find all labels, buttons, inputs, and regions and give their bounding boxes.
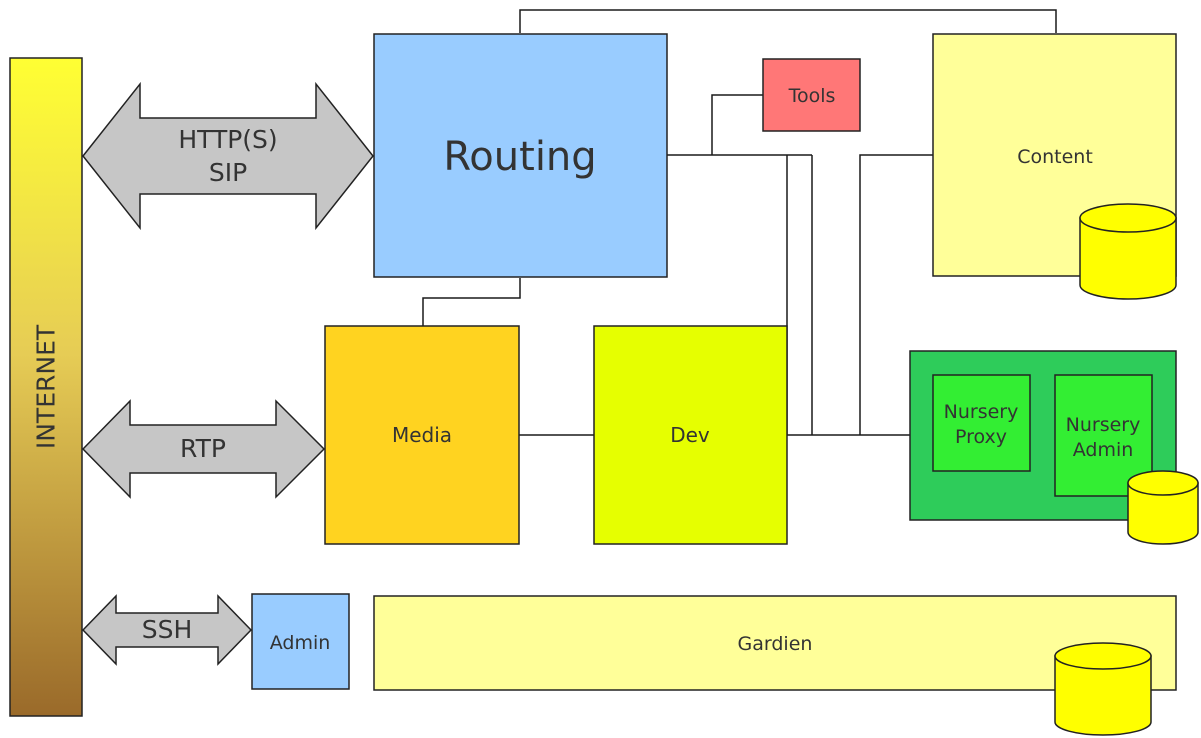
gardien-label: Gardien (738, 633, 813, 655)
admin-rect (251, 593, 350, 690)
media-rect (324, 325, 520, 545)
admin-label: Admin (270, 632, 331, 654)
dev-rect (593, 325, 788, 545)
media-label: Media (392, 423, 452, 447)
nursery-proxy-box: Nursery Proxy (932, 374, 1031, 472)
content-box: Content (932, 33, 1177, 300)
database-icon (1054, 642, 1152, 736)
gardien-db-body (1054, 655, 1152, 736)
rtp-arrow-shape (81, 399, 326, 499)
internet-label: INTERNET (32, 324, 61, 449)
wire-tools (711, 94, 763, 155)
arrow-http-sip: HTTP(S) SIP (82, 81, 374, 231)
database-icon (1079, 203, 1177, 300)
gardien-db-top (1054, 642, 1152, 670)
ssh-arrow-shape (81, 594, 253, 666)
http-arrow-shape (82, 81, 374, 231)
tools-label: Tools (788, 85, 836, 107)
nursery-db-top (1127, 470, 1199, 496)
arrow-ssh: SSH (81, 594, 253, 666)
content-label: Content (1017, 146, 1093, 168)
connections (422, 9, 1057, 436)
routing-rect (373, 33, 668, 278)
nursery-proxy-rect (932, 374, 1031, 472)
routing-label: Routing (443, 134, 596, 180)
http-label: HTTP(S) (178, 125, 277, 154)
content-db-body (1079, 217, 1177, 300)
tools-rect (762, 58, 861, 132)
arrow-rtp: RTP (81, 399, 326, 499)
gardien-rect (373, 595, 1177, 691)
admin-box: Admin (251, 593, 350, 690)
rtp-label: RTP (180, 434, 226, 463)
gardien-box: Gardien (373, 595, 1177, 736)
dev-box: Dev (593, 325, 788, 545)
nursery-admin-line2: Admin (1073, 439, 1134, 461)
nursery-proxy-line2: Proxy (955, 426, 1007, 448)
nursery-group: Nursery Proxy Nursery Admin (909, 350, 1199, 545)
dev-label: Dev (670, 423, 710, 447)
nursery-db-body (1127, 482, 1199, 545)
content-db-top (1079, 203, 1177, 233)
wire-routing-media (422, 278, 521, 326)
internet-bar: INTERNET (9, 57, 83, 717)
media-box: Media (324, 325, 520, 545)
nursery-proxy-line1: Nursery (944, 401, 1019, 423)
wire-content (859, 154, 933, 435)
nursery-admin-box: Nursery Admin (1054, 374, 1153, 497)
tools-box: Tools (762, 58, 861, 132)
wire-routing-content-top (519, 9, 1057, 33)
nursery-admin-line1: Nursery (1066, 414, 1141, 436)
database-icon (1127, 470, 1199, 545)
routing-box: Routing (373, 33, 668, 278)
internet-rect (9, 57, 83, 717)
ssh-label: SSH (142, 615, 193, 644)
sip-label: SIP (209, 158, 247, 187)
